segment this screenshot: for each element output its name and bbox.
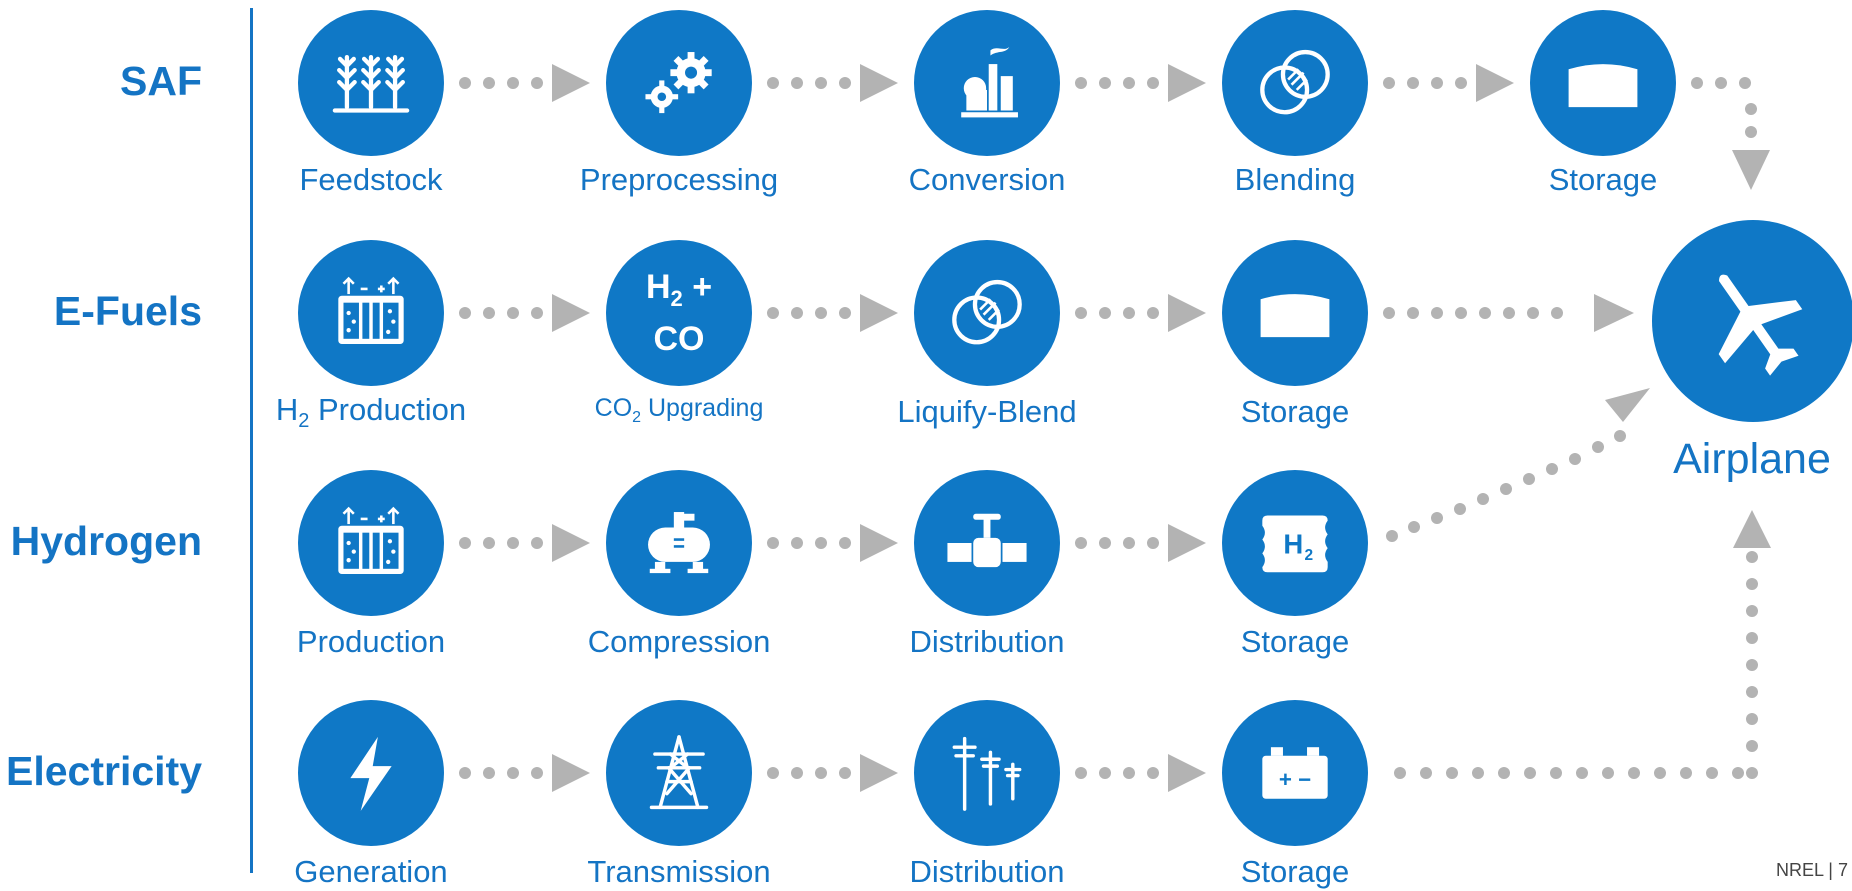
- storage-node-saf: [1530, 10, 1676, 156]
- arrow-hydrogen-1: [459, 524, 590, 562]
- h2-storage-node: H 2: [1222, 470, 1368, 616]
- node-label-generation: Generation: [294, 854, 448, 889]
- utility-poles-icon: [952, 736, 1022, 811]
- generation-node: [298, 700, 444, 846]
- compressor-icon: [648, 512, 710, 574]
- co2-upgrading-node: H2 + CO: [606, 240, 752, 386]
- node-label-storage-efuels: Storage: [1240, 394, 1350, 429]
- storage-tank-icon: [1568, 64, 1638, 108]
- arrow-saf-3: [1075, 64, 1206, 102]
- transmission-tower-icon: [649, 735, 709, 810]
- arrow-saf-4: [1383, 64, 1514, 102]
- electrolyzer-icon: [338, 506, 404, 574]
- storage-node-efuels: [1222, 240, 1368, 386]
- arrow-saf-2: [767, 64, 898, 102]
- arrow-electricity-to-airplane: [1394, 510, 1771, 779]
- pipe-valve-icon: [947, 513, 1027, 568]
- node-label-liquify-blend: Liquify-Blend: [897, 394, 1077, 429]
- row-label-hydrogen: Hydrogen: [10, 518, 202, 564]
- node-label-distribution-hydrogen: Distribution: [909, 624, 1065, 659]
- arrow-electricity-3: [1075, 754, 1206, 792]
- gears-icon: [645, 52, 712, 114]
- distribution-node-electricity: [914, 700, 1060, 846]
- preprocessing-node: [606, 10, 752, 156]
- hydrogen-production-node: [298, 470, 444, 616]
- blending-node: [1222, 10, 1368, 156]
- arrow-efuels-1: [459, 294, 590, 332]
- node-label-h2-production: H2 Production: [275, 392, 467, 433]
- refinery-icon: [961, 46, 1018, 118]
- arrow-hydrogen-3: [1075, 524, 1206, 562]
- vertical-divider: [250, 8, 253, 873]
- battery-terminals-text: + −: [1279, 767, 1311, 792]
- arrow-electricity-2: [767, 754, 898, 792]
- node-label-feedstock: Feedstock: [299, 162, 443, 197]
- row-label-saf: SAF: [120, 58, 202, 104]
- battery-icon: + −: [1262, 747, 1328, 799]
- node-label-storage-hydrogen: Storage: [1240, 624, 1350, 659]
- wheat-icon: [332, 55, 410, 113]
- h2-storage-icon: H 2: [1262, 515, 1328, 573]
- airplane-icon: [1718, 274, 1803, 376]
- blend-rings-icon: [1260, 49, 1330, 115]
- storage-tank-icon: [1260, 294, 1330, 338]
- h2-co-text: H2 + CO: [645, 268, 713, 358]
- conversion-node: [914, 10, 1060, 156]
- arrow-efuels-2: [767, 294, 898, 332]
- arrow-saf-to-airplane: [1691, 77, 1770, 190]
- row-label-electricity: Electricity: [6, 748, 202, 794]
- node-label-hydrogen-production: Production: [296, 624, 446, 659]
- lightning-icon: [350, 736, 392, 811]
- node-label-distribution-electricity: Distribution: [909, 854, 1065, 889]
- node-label-transmission: Transmission: [587, 854, 771, 889]
- electrolyzer-icon: [338, 276, 404, 344]
- arrow-hydrogen-to-airplane: [1386, 388, 1650, 542]
- node-label-storage-electricity: Storage: [1240, 854, 1350, 889]
- arrow-electricity-1: [459, 754, 590, 792]
- row-label-e-fuels: E-Fuels: [53, 288, 202, 334]
- node-label-compression: Compression: [587, 624, 771, 659]
- airplane-node: [1652, 220, 1852, 422]
- h2-production-node: [298, 240, 444, 386]
- node-label-preprocessing: Preprocessing: [579, 162, 779, 197]
- arrow-saf-1: [459, 64, 590, 102]
- distribution-node-hydrogen: [914, 470, 1060, 616]
- compression-node: [606, 470, 752, 616]
- battery-storage-node: + −: [1222, 700, 1368, 846]
- arrow-efuels-3: [1075, 294, 1206, 332]
- feedstock-node: [298, 10, 444, 156]
- node-label-conversion: Conversion: [908, 162, 1066, 197]
- footer-page-info: NREL | 7: [1775, 860, 1848, 880]
- node-label-co2-upgrading: CO2 Upgrading: [594, 394, 764, 426]
- node-label-storage-saf: Storage: [1548, 162, 1658, 197]
- h2-storage-text: H: [1283, 528, 1303, 559]
- arrow-hydrogen-2: [767, 524, 898, 562]
- blend-rings-icon: [952, 279, 1022, 345]
- h2-storage-sub: 2: [1304, 547, 1313, 564]
- node-label-blending: Blending: [1234, 162, 1356, 197]
- airplane-label: Airplane: [1673, 435, 1831, 483]
- liquify-blend-node: [914, 240, 1060, 386]
- arrow-efuels-to-airplane: [1383, 294, 1634, 332]
- transmission-node: [606, 700, 752, 846]
